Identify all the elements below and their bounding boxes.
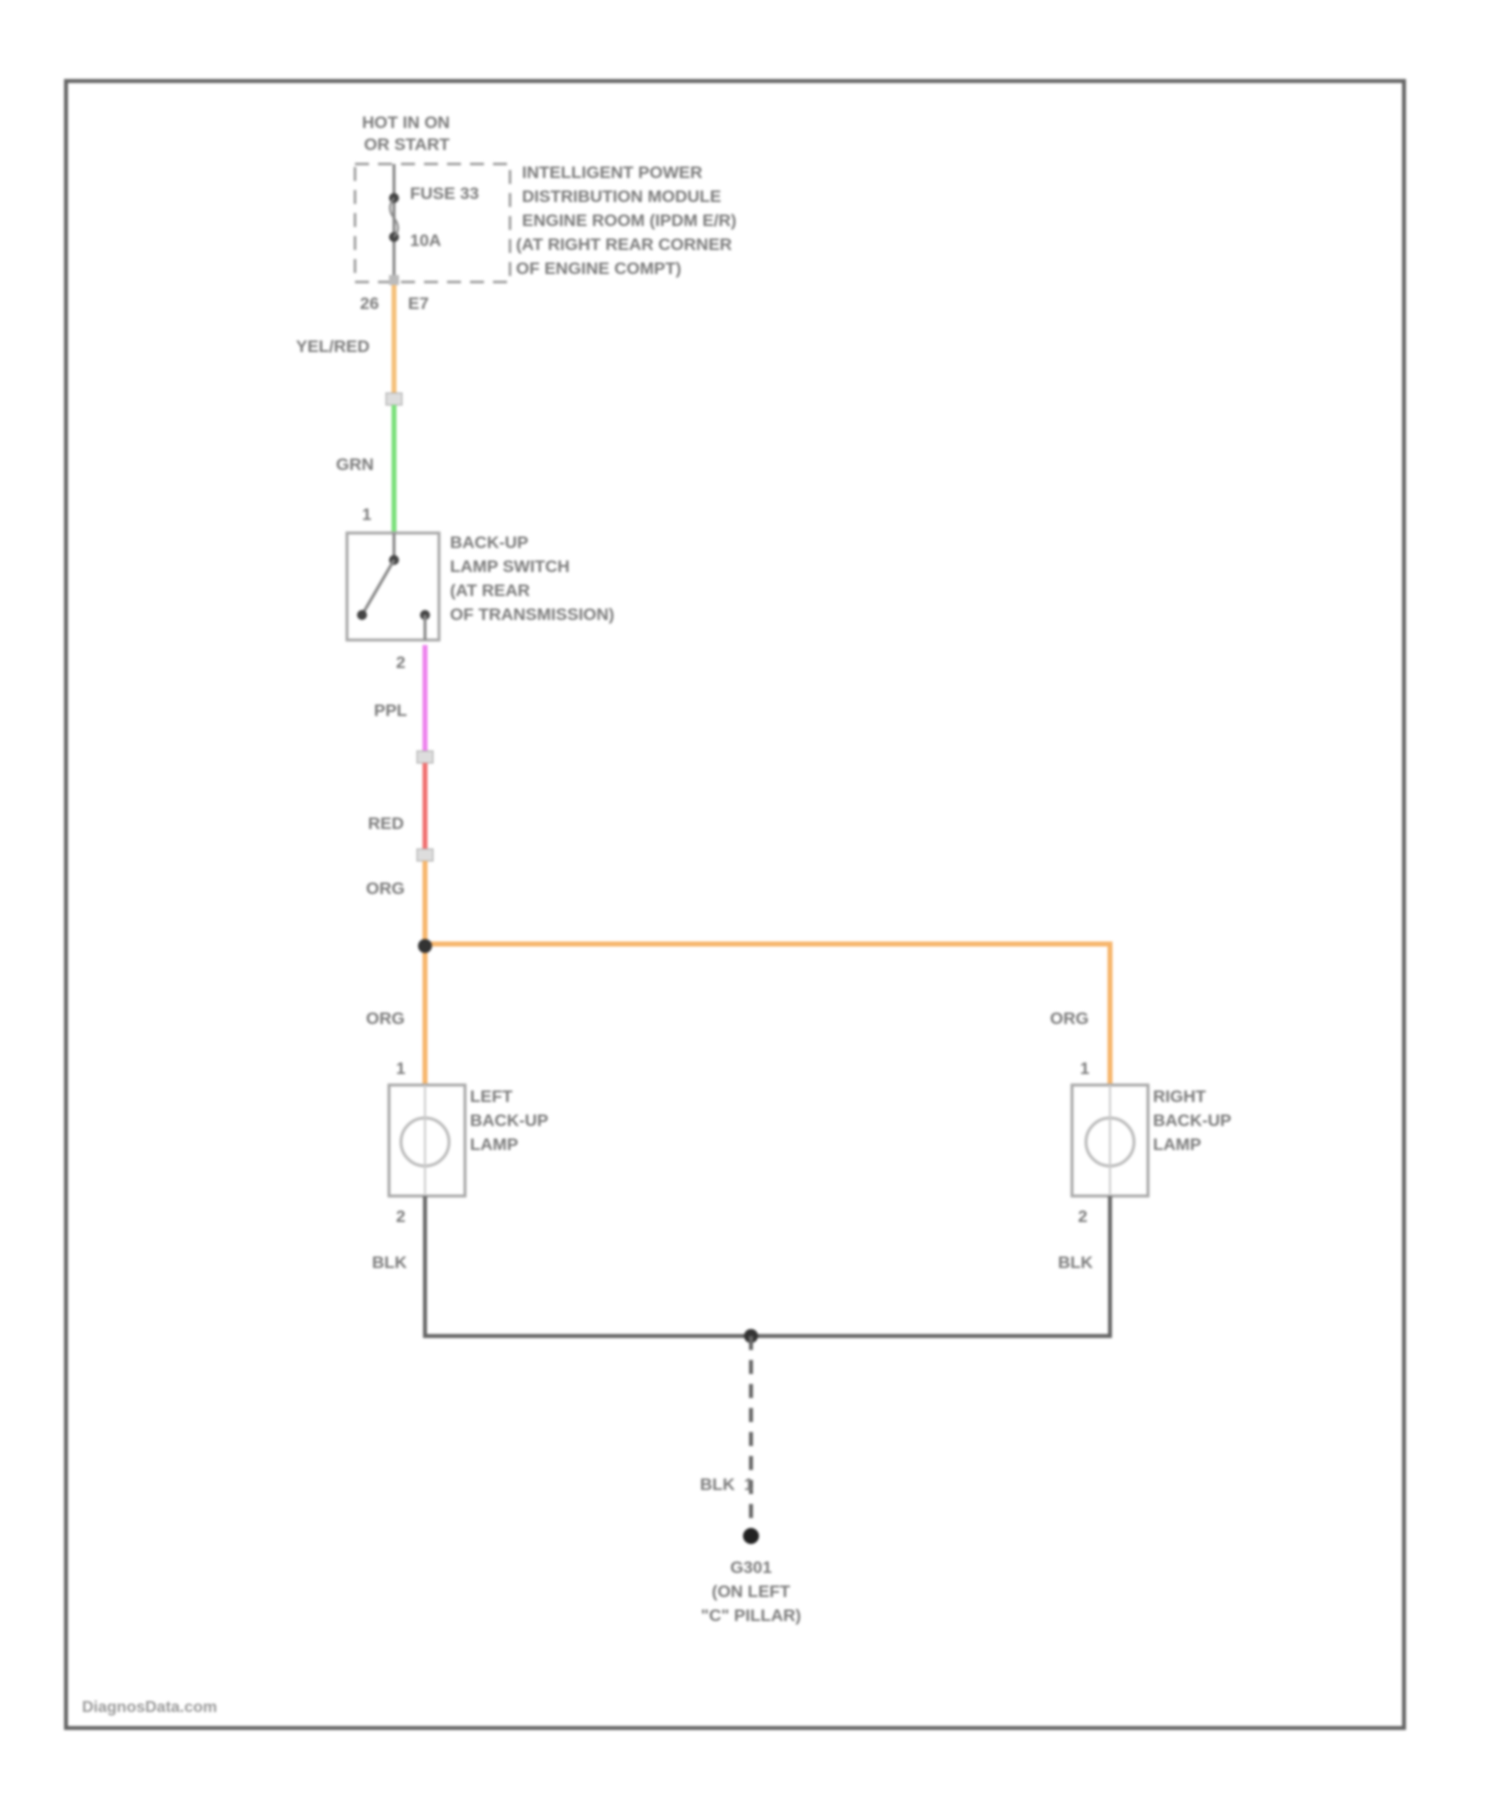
diagram-frame [66, 81, 1404, 1728]
ipdm-dashed-box [355, 164, 510, 282]
ground-label-3: "C" PILLAR) [701, 1606, 801, 1625]
switch-label-4: OF TRANSMISSION) [450, 605, 614, 624]
wire-blk [425, 1196, 1110, 1336]
watermark: DiagnosData.com [82, 1699, 217, 1716]
module-label-3: ENGINE ROOM (IPDM E/R) [522, 211, 736, 230]
switch-contact [357, 610, 367, 620]
fuse-rating: 10A [410, 231, 441, 250]
wire-label-org-right: ORG [1050, 1009, 1089, 1028]
module-label-4: (AT RIGHT REAR CORNER [516, 235, 732, 254]
inline-connector [386, 393, 402, 405]
wire-label-grn: GRN [336, 455, 374, 474]
module-label-2: DISTRIBUTION MODULE [522, 187, 721, 206]
wire-org-branch [425, 944, 1110, 1085]
ground-label-1: G301 [730, 1558, 772, 1577]
wire-label-yel-red: YEL/RED [296, 337, 370, 356]
wire-label-blk-ground: BLK [700, 1475, 736, 1494]
ground-label-2: (ON LEFT [712, 1582, 791, 1601]
wire-label-ppl: PPL [374, 701, 407, 720]
module-label-5: OF ENGINE COMPT) [516, 259, 681, 278]
fuse-pin-right: E7 [408, 294, 429, 313]
wire-label-blk-right: BLK [1058, 1253, 1094, 1272]
wire-label-blk-left: BLK [372, 1253, 408, 1272]
wire-label-org: ORG [366, 879, 405, 898]
left-lamp-label-3: LAMP [470, 1135, 518, 1154]
ground-point-icon [743, 1528, 759, 1544]
right-lamp-label-1: RIGHT [1153, 1087, 1207, 1106]
source-label-2: OR START [364, 135, 450, 154]
right-lamp-label-3: LAMP [1153, 1135, 1201, 1154]
switch-label-2: LAMP SWITCH [450, 557, 570, 576]
switch-pin-top: 1 [362, 505, 371, 524]
fuse-name: FUSE 33 [410, 184, 479, 203]
right-lamp-label-2: BACK-UP [1153, 1111, 1231, 1130]
inline-connector [417, 849, 433, 861]
left-lamp-label-1: LEFT [470, 1087, 513, 1106]
right-lamp-pin-bottom: 2 [1078, 1207, 1087, 1226]
left-lamp-pin-bottom: 2 [396, 1207, 405, 1226]
source-label-1: HOT IN ON [362, 113, 450, 132]
switch-label-1: BACK-UP [450, 533, 528, 552]
right-lamp-pin-top: 1 [1080, 1059, 1089, 1078]
wire-label-org-left: ORG [366, 1009, 405, 1028]
inline-connector [417, 751, 433, 763]
left-lamp-label-2: BACK-UP [470, 1111, 548, 1130]
connector-pin [389, 275, 399, 285]
module-label-1: INTELLIGENT POWER [522, 163, 702, 182]
splice-junction [418, 939, 432, 953]
switch-pin-bottom: 2 [396, 653, 405, 672]
wire-label-red: RED [368, 814, 404, 833]
switch-label-3: (AT REAR [450, 581, 530, 600]
fuse-pin-left: 26 [360, 294, 379, 313]
ground-wire-pin: 1 [744, 1475, 753, 1494]
left-lamp-pin-top: 1 [396, 1059, 405, 1078]
